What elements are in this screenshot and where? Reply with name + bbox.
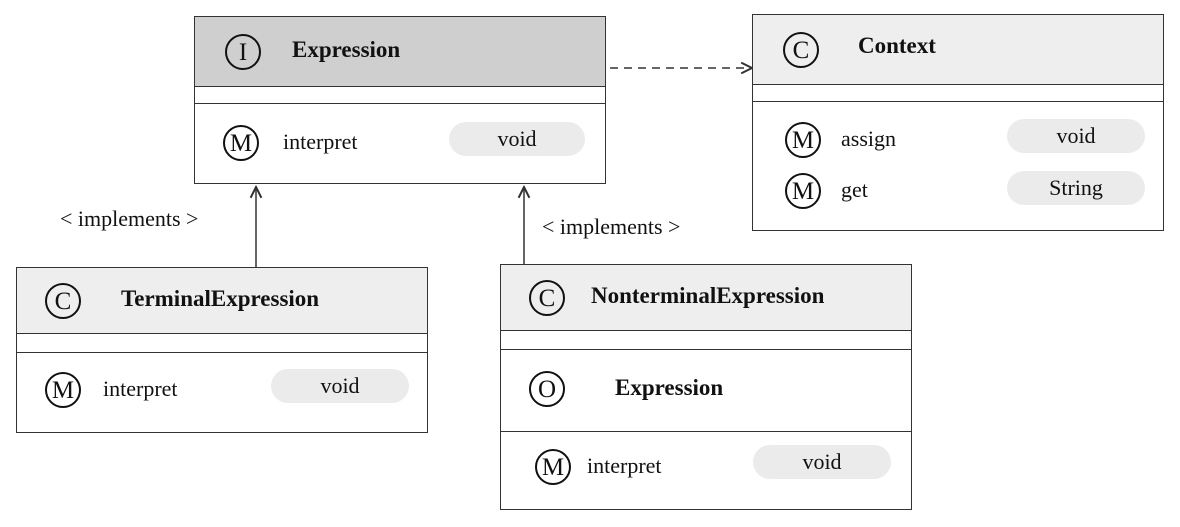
class-name: Context <box>858 33 936 58</box>
method-icon: M <box>223 125 259 161</box>
method-icon: M <box>535 449 571 485</box>
implements-label-nonterminal: < implements > <box>542 214 681 239</box>
context-header: C Context <box>753 15 1163 85</box>
method-name: assign <box>841 126 896 151</box>
expression-header: I Expression <box>195 17 605 87</box>
class-icon: C <box>45 283 81 319</box>
divider <box>17 352 427 353</box>
expression-interface-box[interactable]: I Expression M interpret void <box>194 16 606 184</box>
return-type-badge: String <box>1007 171 1145 205</box>
divider <box>753 101 1163 102</box>
return-type-badge: void <box>449 122 585 156</box>
terminal-expression-class-box[interactable]: C TerminalExpression M interpret void <box>16 267 428 433</box>
divider <box>195 103 605 104</box>
terminal-header: C TerminalExpression <box>17 268 427 334</box>
interface-icon: I <box>225 34 261 70</box>
field-icon: O <box>529 371 565 407</box>
class-icon: C <box>783 32 819 68</box>
context-class-box[interactable]: C Context M assign void M get String <box>752 14 1164 231</box>
nonterminal-header: C NonterminalExpression <box>501 265 911 331</box>
method-icon: M <box>785 122 821 158</box>
method-name: interpret <box>587 453 662 478</box>
class-name: NonterminalExpression <box>591 283 825 308</box>
return-type-badge: void <box>753 445 891 479</box>
method-name: interpret <box>103 376 178 401</box>
method-icon: M <box>45 372 81 408</box>
method-name: interpret <box>283 129 358 154</box>
class-icon: C <box>529 280 565 316</box>
field-name: Expression <box>615 375 724 400</box>
return-type-badge: void <box>1007 119 1145 153</box>
method-icon: M <box>785 173 821 209</box>
method-name: get <box>841 177 868 202</box>
nonterminal-expression-class-box[interactable]: C NonterminalExpression O Expression M i… <box>500 264 912 510</box>
implements-label-terminal: < implements > <box>60 206 199 231</box>
class-name: Expression <box>292 37 401 62</box>
class-name: TerminalExpression <box>121 286 320 311</box>
divider <box>501 349 911 350</box>
return-type-badge: void <box>271 369 409 403</box>
divider <box>501 431 911 432</box>
